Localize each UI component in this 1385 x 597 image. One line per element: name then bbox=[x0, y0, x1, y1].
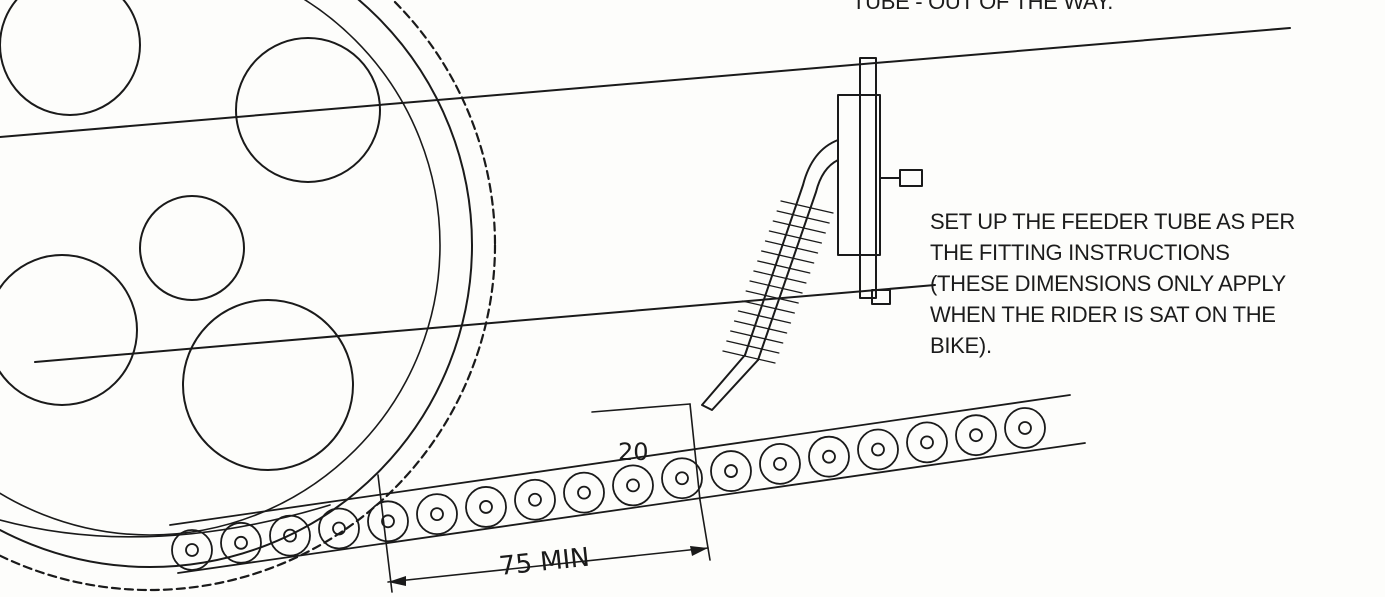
chain-roller bbox=[906, 421, 948, 464]
brush-bristle bbox=[761, 250, 815, 264]
dimension-75-min bbox=[377, 474, 711, 593]
chain-roller-pin bbox=[626, 478, 640, 493]
chain-roller-pin bbox=[871, 442, 885, 457]
chain-roller-pin bbox=[969, 428, 983, 443]
chain-roller bbox=[563, 471, 605, 514]
chain-roller-pin bbox=[332, 521, 346, 536]
chain-roller bbox=[1004, 407, 1046, 449]
chain-roller bbox=[759, 442, 801, 485]
chain-roller bbox=[808, 435, 850, 478]
brush-bristle bbox=[753, 270, 807, 284]
chain-wrap-line bbox=[0, 504, 331, 538]
brush-bristle bbox=[757, 260, 811, 274]
chain-rollers bbox=[171, 407, 1046, 571]
brush-bristle bbox=[749, 280, 803, 294]
drive-chain bbox=[169, 394, 1086, 574]
chain-roller-pin bbox=[283, 528, 297, 543]
brush-bristle bbox=[741, 300, 795, 314]
mount-bracket bbox=[859, 57, 877, 299]
brush-bristle bbox=[737, 310, 792, 324]
chain-roller-pin bbox=[430, 507, 444, 522]
chain-roller-pin bbox=[675, 471, 689, 486]
chain-roller bbox=[367, 500, 409, 543]
brush-bristle bbox=[768, 230, 823, 244]
brush-bristle bbox=[780, 200, 834, 214]
chain-roller bbox=[710, 450, 752, 492]
chain-roller-pin bbox=[920, 435, 934, 450]
chain-top-edge bbox=[169, 394, 1071, 526]
rear-sprocket bbox=[0, 0, 496, 591]
feeder-tube-upper bbox=[757, 159, 839, 361]
chain-roller bbox=[955, 414, 997, 457]
chain-bottom-edge bbox=[177, 442, 1086, 574]
chain-roller bbox=[171, 529, 213, 571]
brush-bristle bbox=[764, 240, 819, 254]
chain-roller-pin bbox=[577, 485, 591, 500]
feeder-tube bbox=[701, 139, 839, 411]
chain-roller-pin bbox=[1018, 421, 1032, 435]
mount-block bbox=[837, 94, 881, 256]
brush-bristle bbox=[722, 350, 776, 364]
sprocket-lightening-hole bbox=[182, 299, 354, 471]
brush-bristle bbox=[745, 290, 799, 304]
dimension-20 bbox=[591, 403, 701, 501]
chain-roller bbox=[318, 507, 360, 550]
chain-roller-pin bbox=[185, 543, 199, 557]
chain-roller-pin bbox=[724, 464, 738, 478]
caption-top: TUBE - OUT OF THE WAY. bbox=[852, 0, 1114, 14]
oiler-mount bbox=[837, 57, 923, 305]
chain-roller bbox=[514, 478, 556, 521]
brush-bristle bbox=[730, 330, 784, 344]
feeder-brush bbox=[722, 200, 834, 364]
chain-roller bbox=[857, 428, 899, 471]
brush-bristle bbox=[772, 220, 826, 234]
chain-roller bbox=[416, 493, 458, 536]
chain-roller bbox=[465, 486, 507, 528]
sprocket-lightening-hole bbox=[0, 254, 138, 406]
chain-roller-pin bbox=[479, 500, 493, 514]
feeder-tube-nozzle bbox=[701, 354, 759, 411]
chain-roller-pin bbox=[773, 456, 787, 471]
caption-line: (THESE DIMENSIONS ONLY APPLY bbox=[930, 271, 1286, 296]
chain-roller-pin bbox=[528, 492, 542, 507]
sprocket-tooth-ring bbox=[0, 0, 496, 591]
sprocket-inner-rim bbox=[0, 0, 441, 536]
chain-roller bbox=[612, 464, 654, 507]
chain-roller-pin bbox=[234, 535, 248, 550]
dimension-75-min-label: 75 MIN bbox=[498, 543, 592, 582]
chain-roller bbox=[661, 457, 703, 500]
brush-bristle bbox=[733, 320, 788, 334]
sprocket-hub-hole bbox=[139, 195, 245, 301]
chain-roller bbox=[220, 521, 262, 564]
sprocket-lightening-hole bbox=[235, 37, 381, 183]
sprocket-rim bbox=[0, 0, 473, 568]
mount-bolt bbox=[899, 169, 923, 187]
brush-bristle bbox=[776, 210, 830, 224]
chain-roller bbox=[269, 514, 311, 557]
feeder-tube-upper bbox=[744, 139, 839, 356]
dimension-20-label: 20 bbox=[618, 438, 649, 466]
caption-feeder-instructions: SET UP THE FEEDER TUBE AS PER THE FITTIN… bbox=[930, 206, 1295, 361]
caption-line: SET UP THE FEEDER TUBE AS PER bbox=[930, 209, 1296, 234]
chain-roller-pin bbox=[822, 449, 836, 464]
chain-roller-pin bbox=[381, 514, 395, 529]
caption-line: THE FITTING INSTRUCTIONS bbox=[930, 240, 1230, 265]
mount-nut bbox=[871, 289, 891, 305]
caption-line: BIKE). bbox=[930, 333, 992, 358]
caption-line: WHEN THE RIDER IS SAT ON THE bbox=[930, 302, 1276, 327]
brush-bristle bbox=[726, 340, 780, 354]
sprocket-lightening-hole bbox=[0, 0, 141, 116]
